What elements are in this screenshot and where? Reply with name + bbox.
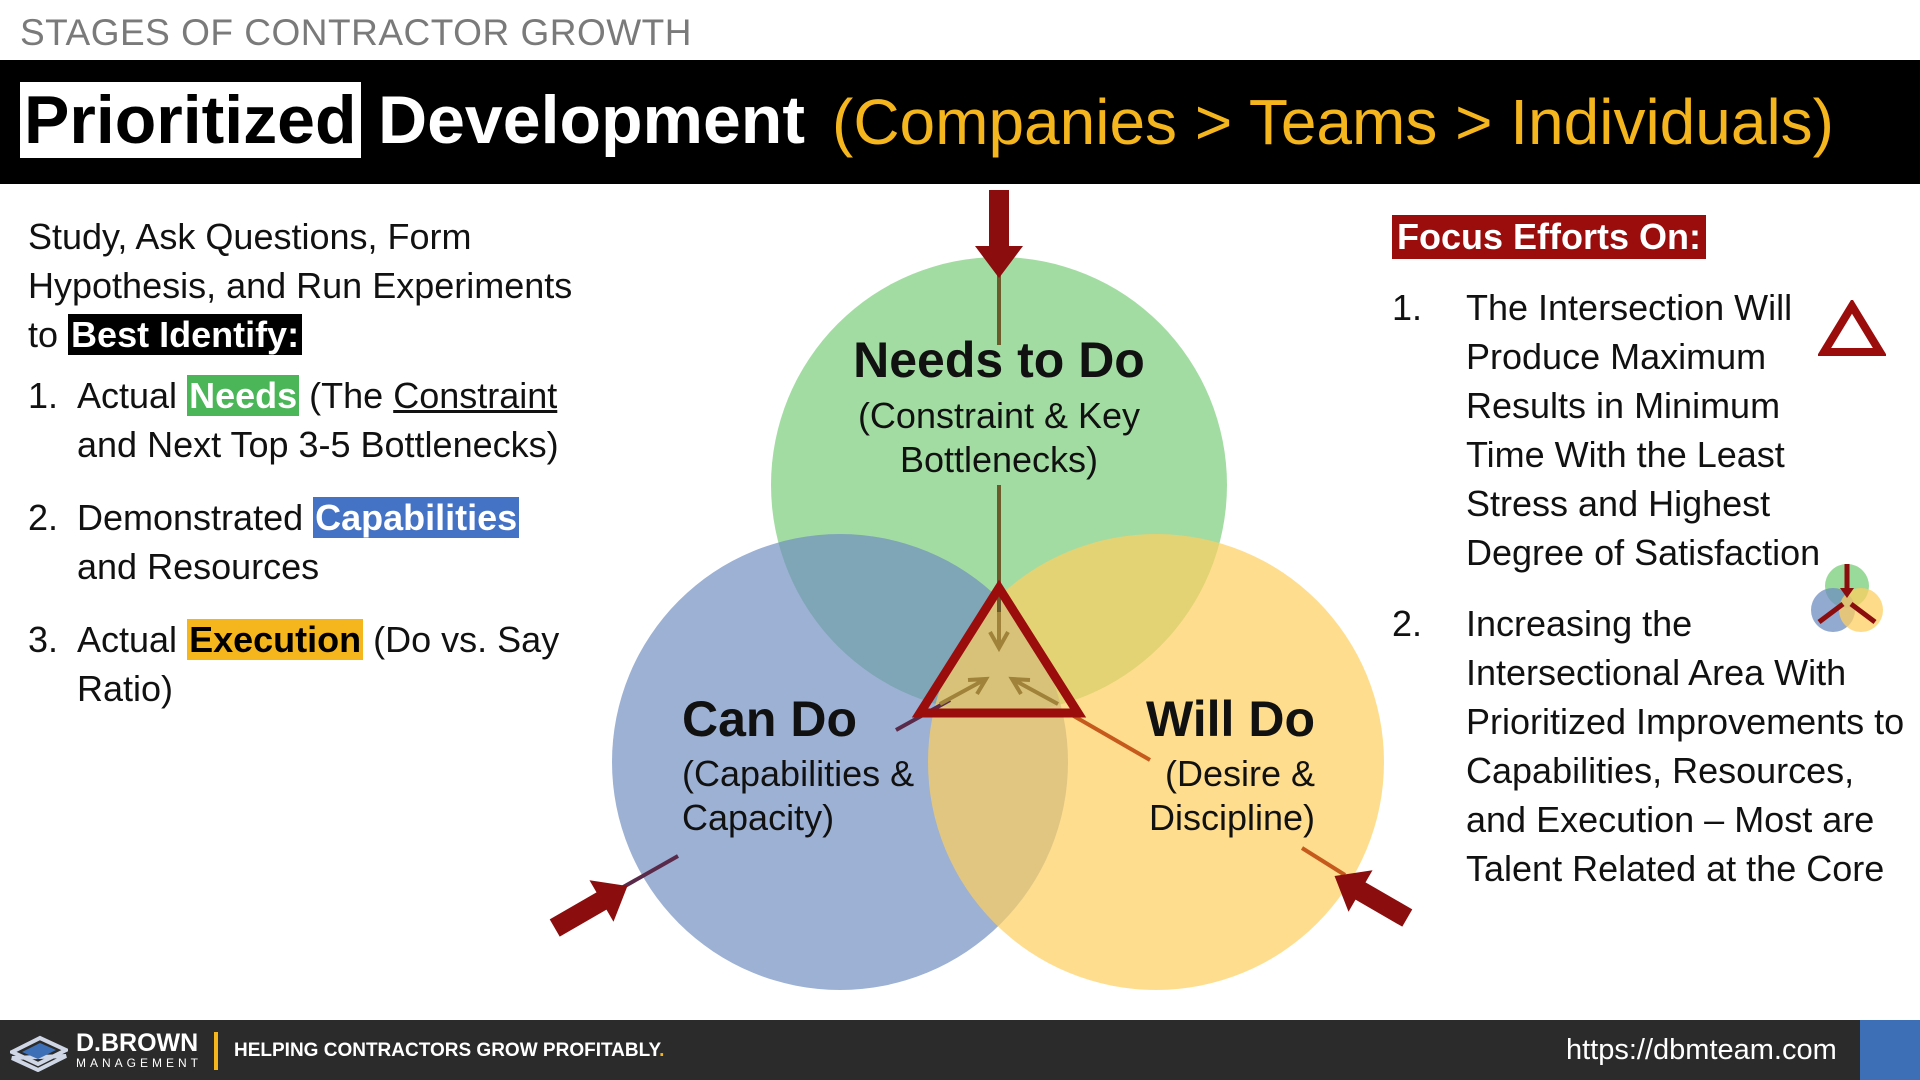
item-post: and Resources: [77, 546, 320, 587]
needs-title: Needs to Do: [853, 332, 1145, 388]
will-sub-1: (Desire &: [1165, 753, 1315, 794]
footer-bar: D.BROWN MANAGEMENT HELPING CONTRACTORS G…: [0, 1020, 1920, 1080]
capabilities-highlight: Capabilities: [313, 497, 520, 538]
will-sub-2: Discipline): [1149, 797, 1315, 838]
focus-item-2: 2. Increasing the Intersectional Area Wi…: [1392, 599, 1912, 893]
list-item-capabilities: 2. Demonstrated Capabilities and Resourc…: [28, 493, 588, 591]
kicker-text: STAGES OF CONTRACTOR GROWTH: [20, 12, 692, 53]
focus-item-text: Increasing the Intersectional Area With …: [1466, 603, 1905, 889]
can-arrow-icon: [549, 880, 628, 937]
item-pre: Actual: [77, 619, 178, 660]
list-number: 2.: [1392, 603, 1423, 644]
execution-highlight: Execution: [187, 619, 364, 660]
tagline-dot: .: [659, 1040, 665, 1061]
title-subtitle: (Companies > Teams > Individuals): [832, 86, 1834, 158]
will-title: Will Do: [1146, 691, 1315, 747]
triangle-icon: [1818, 300, 1886, 356]
title-main: Development: [378, 82, 805, 158]
brand-subname: MANAGEMENT: [76, 1056, 203, 1070]
venn-diagram: Needs to Do (Constraint & Key Bottleneck…: [549, 190, 1413, 990]
list-item-execution: 3. Actual Execution (Do vs. Say Ratio): [28, 615, 588, 713]
list-number: 2.: [28, 497, 59, 538]
list-number: 1.: [1392, 287, 1423, 328]
brand-logo-icon: [10, 1035, 68, 1072]
will-connector-line-lower: [1300, 846, 1347, 877]
brand-name: D.BROWN: [76, 1029, 199, 1057]
item-post: (Do vs. Say Ratio): [77, 619, 560, 709]
inner-arrow-down-icon: [988, 612, 1010, 653]
mini-venn-icon: [1811, 564, 1883, 632]
intro-highlight: Best Identify:: [68, 314, 303, 355]
focus-item-1: 1. The Intersection Will Produce Maximum…: [1392, 283, 1912, 577]
footer-divider: [214, 1032, 218, 1070]
footer-url-link[interactable]: https://dbmteam.com: [1566, 1034, 1837, 1066]
footer-tagline: HELPING CONTRACTORS GROW PROFITABLY.: [234, 1040, 664, 1062]
title-highlight: Prioritized: [20, 82, 361, 158]
constraint-underline: Constraint: [393, 375, 558, 416]
list-number: 3.: [28, 619, 59, 660]
needs-arrow-icon: [975, 190, 1023, 278]
footer-accent-block: [1860, 1020, 1920, 1080]
needs-highlight: Needs: [187, 375, 300, 416]
inner-arrow-left-icon: [1008, 676, 1059, 706]
intro-paragraph: Study, Ask Questions, Form Hypothesis, a…: [28, 212, 588, 359]
left-column: Study, Ask Questions, Form Hypothesis, a…: [28, 212, 588, 737]
focus-heading: Focus Efforts On:: [1392, 215, 1706, 259]
will-circle: [928, 534, 1384, 990]
inner-arrow-right-icon: [939, 676, 990, 706]
item-mid: (The: [309, 375, 384, 416]
can-sub-1: (Capabilities &: [682, 753, 914, 794]
can-connector-line-lower: [617, 854, 679, 892]
can-circle: [612, 534, 1068, 990]
focus-item-text: The Intersection Will Produce Maximum Re…: [1466, 287, 1821, 573]
item-post: and Next Top 3-5 Bottlenecks): [77, 424, 559, 465]
intersection-triangle-icon: [911, 579, 1087, 718]
will-arrow-icon: [1334, 870, 1413, 927]
right-column: Focus Efforts On: 1. The Intersection Wi…: [1392, 212, 1912, 893]
can-title: Can Do: [682, 691, 857, 747]
title-bar: Prioritized Development (Companies > Tea…: [0, 60, 1920, 184]
can-sub-2: Capacity): [682, 797, 834, 838]
list-number: 1.: [28, 375, 59, 416]
will-connector-line: [1071, 713, 1151, 762]
list-item-needs: 1. Actual Needs (The Constraint and Next…: [28, 371, 588, 469]
intro-text: Study, Ask Questions, Form Hypothesis, a…: [28, 216, 573, 355]
item-pre: Actual: [77, 375, 178, 416]
tagline-text: HELPING CONTRACTORS GROW PROFITABLY: [234, 1040, 660, 1061]
needs-sub-1: (Constraint & Key: [858, 395, 1140, 436]
needs-sub-2: Bottlenecks): [900, 439, 1098, 480]
item-pre: Demonstrated: [77, 497, 304, 538]
